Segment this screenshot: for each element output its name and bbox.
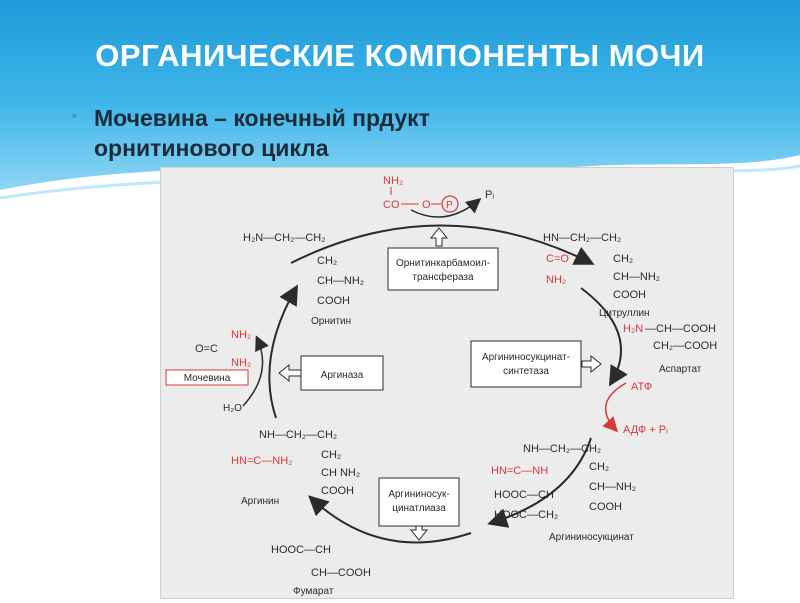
svg-text:CH NH₂: CH NH₂ — [321, 467, 360, 479]
enzyme1-line1: Орнитинкарбамоил- — [396, 257, 490, 269]
bullet-text: Мочевина – конечный прдукт орнитинового … — [74, 103, 430, 163]
aspartate-h2n: H₂N — [623, 323, 643, 335]
argininosuccinate-structure: NH—CH₂—CH₂ HN=C—NH CH₂ HOOC—CH CH—NH₂ HO… — [491, 443, 636, 521]
enzyme2-box — [470, 340, 582, 388]
enzyme1-box — [387, 247, 499, 291]
svg-text:HOOC—CH₂: HOOC—CH₂ — [494, 509, 558, 521]
urea-oc: O=C — [195, 343, 218, 355]
urea-label-box — [165, 369, 249, 386]
svg-text:CH—NH₂: CH—NH₂ — [589, 481, 636, 493]
enzyme4-arrow-down — [409, 525, 429, 541]
urea-label: Мочевина — [184, 373, 231, 384]
svg-text:CH₂: CH₂ — [613, 253, 633, 265]
bullet-line-2: орнитинового цикла — [94, 135, 329, 161]
svg-text:CH₂: CH₂ — [321, 449, 341, 461]
enzyme4-box — [378, 477, 460, 527]
atp-arrow — [602, 382, 627, 433]
svg-text:CH₂: CH₂ — [589, 461, 609, 473]
adp-label: АДФ + Pᵢ — [623, 424, 668, 436]
fumarate-line2: CH—COOH — [311, 567, 371, 579]
enzyme3-arrow-left — [278, 363, 302, 383]
hydrolysis-arrow — [242, 335, 269, 407]
citrulline-label: Цитруллин — [599, 308, 650, 319]
svg-text:CH—NH₂: CH—NH₂ — [317, 275, 364, 287]
svg-text:CH—NH₂: CH—NH₂ — [613, 271, 660, 283]
aspartate-line1: —CH—COOH — [645, 323, 716, 335]
ornithine-cycle-figure: NH₂ CO O P Pᵢ Орнитинкарбамоил- трансфер… — [160, 167, 734, 599]
enzyme2-arrow-right — [581, 354, 602, 374]
cycle-arc-top — [290, 224, 595, 265]
water-label: H₂O — [223, 403, 242, 414]
cycle-arc-left — [268, 284, 298, 419]
fumarate-label: Фумарат — [293, 586, 334, 597]
enzyme3-label: Аргиназа — [321, 370, 364, 381]
ornithine-cycle-diagram: NH₂ CO O P Pᵢ Орнитинкарбамоил- трансфер… — [165, 175, 717, 597]
cycle-arc-right — [580, 287, 628, 387]
carbamoyl-nh2: NH₂ — [383, 175, 403, 187]
svg-text:NH—CH₂—CH₂: NH—CH₂—CH₂ — [259, 429, 337, 441]
ornithine-structure: H₂N—CH₂—CH₂ CH₂ CH—NH₂ COOH — [243, 232, 364, 307]
pi-label: Pᵢ — [485, 189, 494, 201]
aspartate-label: Аспартат — [659, 364, 702, 375]
svg-text:HN=C—NH₂: HN=C—NH₂ — [231, 455, 292, 467]
atp-label: АТФ — [631, 381, 652, 393]
enzyme1-arrow-up — [429, 227, 449, 247]
ornithine-label: Орнитин — [311, 316, 351, 327]
header-band — [0, 0, 800, 190]
enzyme4-line2: цинатлиаза — [392, 503, 446, 514]
enzyme4-line1: Аргининосук- — [388, 489, 449, 500]
cycle-arc-bottom-right — [487, 437, 592, 528]
svg-text:NH₂: NH₂ — [546, 274, 566, 286]
urea-nh2-top: NH₂ — [231, 329, 251, 341]
phosphate-icon — [441, 195, 459, 213]
arginine-label: Аргинин — [241, 496, 279, 507]
pi-release-arrow — [410, 198, 482, 218]
bullet-marker-icon: ▪ — [72, 107, 77, 123]
enzyme1-line2: трансфераза — [412, 271, 474, 283]
slide-title: ОРГАНИЧЕСКИЕ КОМПОНЕНТЫ МОЧИ — [95, 38, 705, 73]
svg-text:C=O: C=O — [546, 253, 569, 265]
arginine-structure: NH—CH₂—CH₂ HN=C—NH₂ CH₂ CH NH₂ COOH — [231, 429, 360, 497]
phosphate-label: P — [446, 200, 453, 211]
enzyme2-line2: синтетаза — [503, 366, 549, 377]
citrulline-structure: HN—CH₂—CH₂ C=O NH₂ CH₂ CH—NH₂ COOH — [543, 232, 660, 301]
svg-text:COOH: COOH — [613, 289, 646, 301]
enzyme2-line1: Аргининосукцинат- — [482, 352, 570, 363]
svg-text:COOH: COOH — [317, 295, 350, 307]
carbamoyl-o: O — [422, 199, 431, 211]
carbamoyl-co: CO — [383, 199, 400, 211]
svg-text:HN—CH₂—CH₂: HN—CH₂—CH₂ — [543, 232, 621, 244]
aspartate-line2: CH₂—COOH — [653, 340, 717, 352]
cycle-arc-bottom — [308, 495, 472, 544]
svg-text:COOH: COOH — [321, 485, 354, 497]
bullet-line-1: Мочевина – конечный прдукт — [94, 105, 430, 131]
svg-text:HN=C—NH: HN=C—NH — [491, 465, 548, 477]
svg-text:COOH: COOH — [589, 501, 622, 513]
svg-text:CH₂: CH₂ — [317, 255, 337, 267]
argininosuccinate-label: Аргининосукцинат — [549, 532, 634, 543]
svg-text:H₂N—CH₂—CH₂: H₂N—CH₂—CH₂ — [243, 232, 325, 244]
urea-nh2-bottom: NH₂ — [231, 357, 251, 369]
fumarate-line1: HOOC—CH — [271, 544, 331, 556]
svg-text:HOOC—CH: HOOC—CH — [494, 489, 554, 501]
svg-text:NH—CH₂—CH₂: NH—CH₂—CH₂ — [523, 443, 601, 455]
